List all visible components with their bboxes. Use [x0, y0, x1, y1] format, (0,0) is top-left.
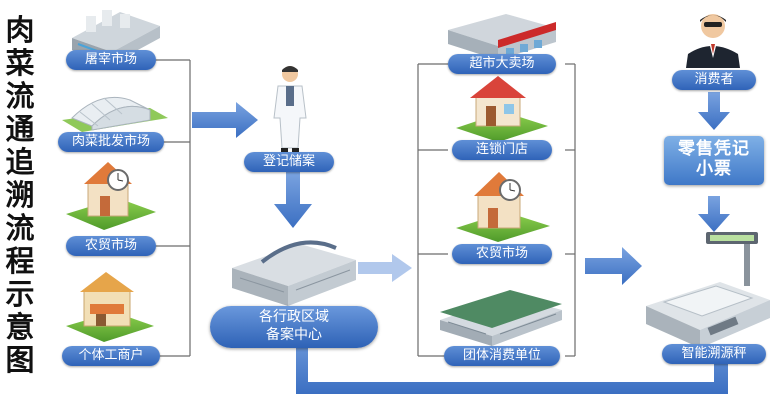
title-char: 意 — [5, 310, 35, 344]
smart-scale-icon — [646, 232, 770, 348]
slaughterhouse-label: 屠宰市场 — [66, 50, 156, 70]
arrow-to-registration — [192, 102, 258, 138]
title-char: 追 — [5, 145, 35, 179]
arrow-center-to-markets — [358, 254, 412, 282]
arrow-consumer-to-ticket — [698, 92, 730, 130]
retail-ticket-line: 小票 — [696, 159, 732, 179]
center-bracket — [417, 63, 576, 357]
arrow-ticket-to-scale — [698, 196, 730, 232]
filing-center-label: 各行政区域 备案中心 — [210, 306, 378, 348]
arrow-down-to-center — [274, 172, 312, 228]
title-char: 菜 — [5, 46, 35, 80]
farmers-market-left-icon — [66, 162, 156, 230]
filing-center-line: 各行政区域 — [259, 309, 329, 325]
farmers-market-right-label: 农贸市场 — [452, 244, 552, 264]
filing-center-building-icon — [232, 240, 356, 306]
title-char: 通 — [5, 112, 35, 146]
filing-center-line: 备案中心 — [266, 327, 322, 343]
title-char: 溯 — [5, 178, 35, 212]
farmers-market-right-icon — [456, 172, 550, 242]
title-char: 图 — [5, 343, 35, 377]
individual-merchant-icon — [66, 272, 154, 342]
retail-ticket-line: 零售凭记 — [678, 139, 750, 159]
retail-ticket-label: 零售凭记 小票 — [664, 136, 764, 185]
group-unit-building-icon — [440, 290, 562, 346]
title-char: 示 — [5, 277, 35, 311]
arrow-markets-to-scale — [585, 247, 642, 285]
registration-label: 登记储案 — [244, 152, 334, 172]
left-bracket — [150, 59, 191, 357]
supermarket-icon — [448, 14, 556, 60]
title-char: 流 — [5, 211, 35, 245]
smart-scale-label: 智能溯源秤 — [662, 344, 766, 364]
individual-merchant-label: 个体工商户 — [62, 346, 160, 366]
consumer-label: 消费者 — [672, 70, 756, 90]
supermarket-label: 超市大卖场 — [448, 54, 556, 74]
farmers-market-left-label: 农贸市场 — [66, 236, 156, 256]
wholesale-market-icon — [62, 96, 168, 132]
registrar-person-icon — [273, 66, 307, 152]
consumer-person-icon — [686, 14, 740, 68]
title-char: 肉 — [5, 13, 35, 47]
chain-store-icon — [456, 76, 548, 142]
group-unit-label: 团体消费单位 — [444, 346, 560, 366]
diagram-title: 肉 菜 流 通 追 溯 流 程 示 意 图 — [2, 14, 38, 377]
wholesale-market-label: 肉菜批发市场 — [58, 132, 164, 152]
title-char: 程 — [5, 244, 35, 278]
title-char: 流 — [5, 79, 35, 113]
chain-store-label: 连锁门店 — [452, 140, 552, 160]
feedback-loop-arrow — [284, 324, 728, 394]
